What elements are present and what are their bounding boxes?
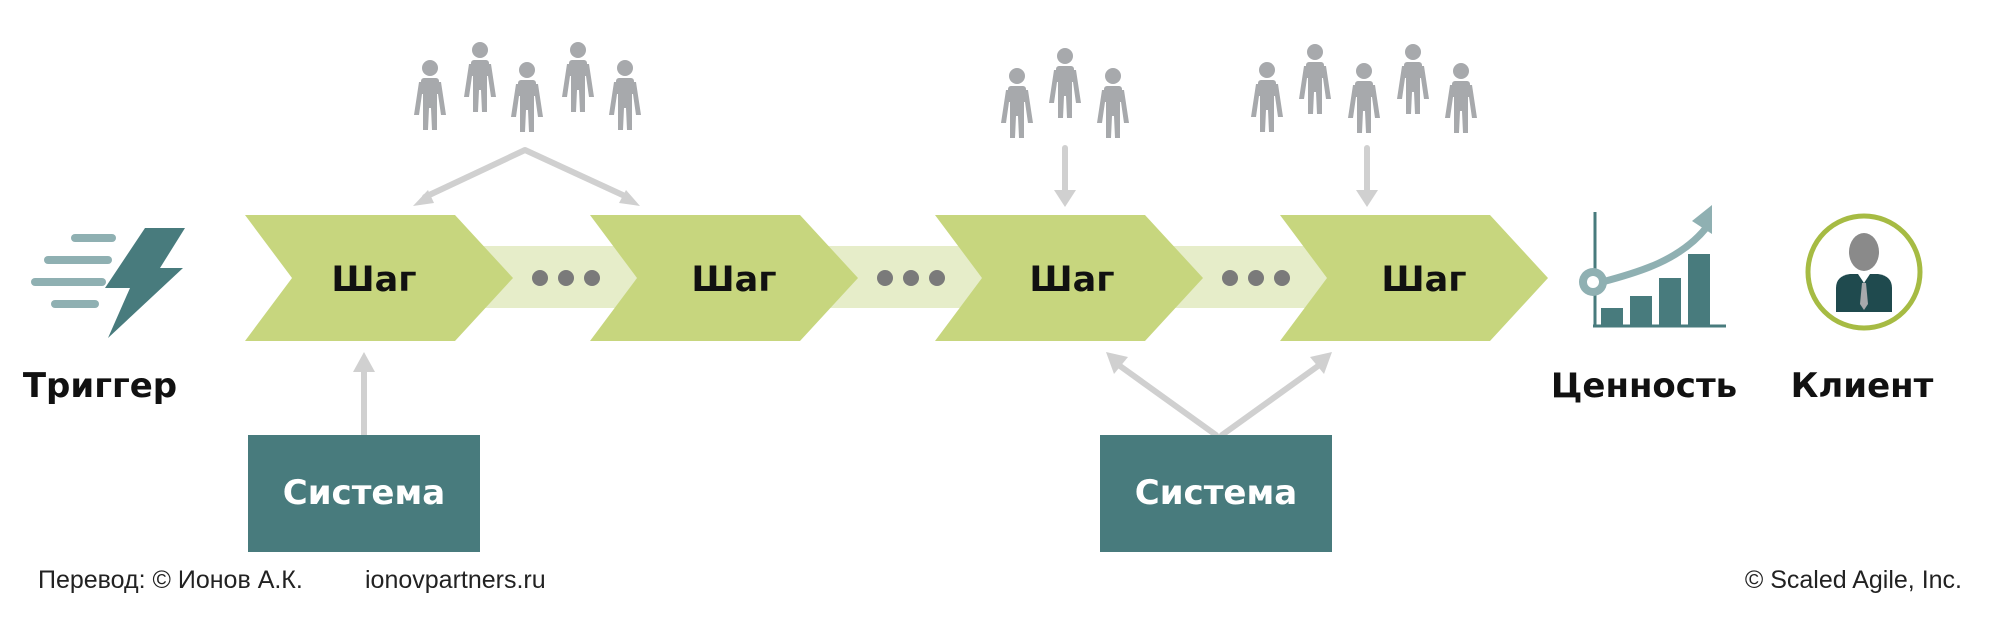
people-icon bbox=[1251, 62, 1283, 132]
people-icon bbox=[1348, 63, 1380, 133]
people-group-1 bbox=[414, 42, 641, 132]
ellipsis-1 bbox=[532, 270, 600, 286]
people-icon bbox=[562, 42, 594, 112]
arrowhead bbox=[1310, 352, 1332, 374]
customer-avatar-icon bbox=[1805, 213, 1923, 331]
system-box-2 bbox=[1100, 435, 1332, 552]
system-box-1 bbox=[248, 435, 480, 552]
people-icon bbox=[1049, 48, 1081, 118]
arrow-system-to-step-4 bbox=[1219, 363, 1321, 438]
arrowhead bbox=[413, 190, 434, 206]
people-icon bbox=[1445, 63, 1477, 133]
step-label-3: Шаг bbox=[1029, 260, 1114, 300]
step-chevron-1 bbox=[245, 215, 513, 341]
arrow-system-to-step-3 bbox=[1117, 363, 1219, 438]
trigger-label: Триггер bbox=[23, 366, 177, 406]
step-label-1: Шаг bbox=[331, 260, 416, 300]
people-icon bbox=[511, 62, 543, 132]
growth-chart-icon bbox=[1579, 205, 1726, 328]
ellipsis-dots bbox=[532, 270, 1290, 286]
arrowhead bbox=[1356, 190, 1378, 207]
people-icon bbox=[1397, 44, 1429, 114]
system-label-1: Система bbox=[283, 473, 445, 513]
website-link[interactable]: ionovpartners.ru bbox=[365, 566, 546, 594]
people-group-3 bbox=[1251, 44, 1477, 133]
arrows bbox=[361, 145, 1370, 438]
people-icon bbox=[1001, 68, 1033, 138]
step-label-2: Шаг bbox=[691, 260, 776, 300]
people-icon bbox=[1097, 68, 1129, 138]
arrowhead bbox=[1054, 190, 1076, 207]
step-chevron-2 bbox=[590, 215, 858, 341]
ellipsis-3 bbox=[1222, 270, 1290, 286]
arrowhead bbox=[353, 352, 375, 372]
people-group-2 bbox=[1001, 48, 1129, 138]
arrowhead bbox=[619, 190, 640, 206]
lightning-icon bbox=[31, 228, 185, 338]
translation-credit: Перевод: © Ионов А.К. bbox=[38, 566, 303, 594]
customer-label: Клиент bbox=[1791, 366, 1934, 406]
system-label-2: Система bbox=[1135, 473, 1297, 513]
people-icon bbox=[609, 60, 641, 130]
people-icon bbox=[414, 60, 446, 130]
step-chevron-3 bbox=[935, 215, 1203, 341]
arrow-people-to-steps bbox=[422, 147, 630, 200]
connector-bands bbox=[470, 246, 1335, 308]
people-icon bbox=[464, 42, 496, 112]
value-label: Ценность bbox=[1551, 366, 1737, 406]
ellipsis-2 bbox=[877, 270, 945, 286]
people-icon bbox=[1299, 44, 1331, 114]
step-label-4: Шаг bbox=[1381, 260, 1466, 300]
step-chevron-4 bbox=[1280, 215, 1548, 341]
copyright-notice: © Scaled Agile, Inc. bbox=[1745, 566, 1962, 594]
arrowhead bbox=[1106, 352, 1128, 374]
